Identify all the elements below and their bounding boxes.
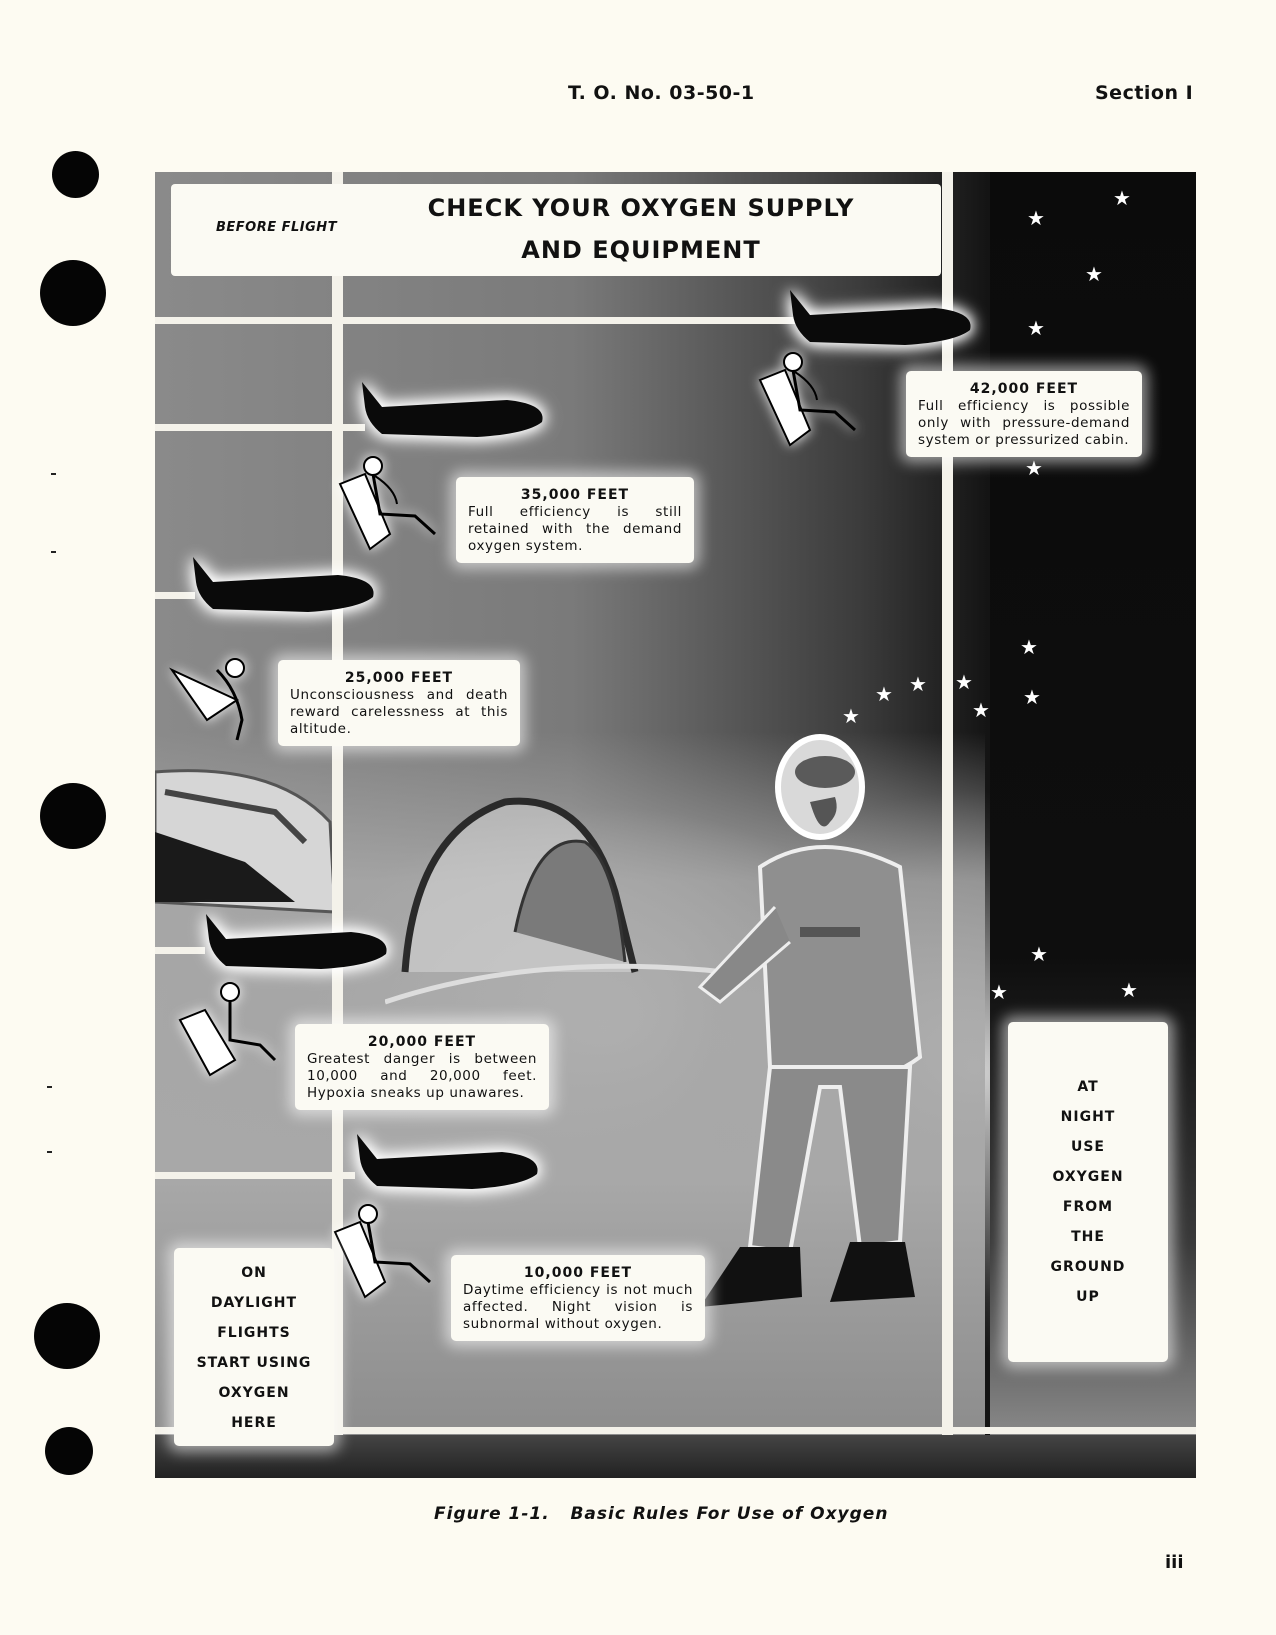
aircraft-canopy-left (155, 769, 337, 914)
margin-tick (47, 1086, 52, 1088)
altitude-box-10000: 10,000 FEET Daytime efficiency is not mu… (451, 1255, 705, 1341)
standing-pilot-photo (697, 734, 923, 1307)
night-line: THE (1071, 1229, 1105, 1245)
slumped-pilot-icon (169, 658, 245, 741)
star-icon: ★ (1030, 942, 1048, 966)
daylight-flights-box: ON DAYLIGHT FLIGHTS START USING OXYGEN H… (174, 1248, 334, 1446)
seated-pilot-icon (333, 1204, 432, 1299)
altitude-heading: 20,000 FEET (367, 1034, 477, 1050)
document-number: T. O. No. 03-50-1 (568, 82, 755, 104)
margin-tick (47, 1151, 52, 1153)
jet-silhouette-icon (362, 382, 543, 437)
altitude-description: Daytime efficiency is not much affected.… (463, 1282, 693, 1332)
oxygen-rules-figure: BEFORE FLIGHT CHECK YOUR OXYGEN SUPPLY A… (155, 172, 1196, 1478)
star-icon: ★ (842, 704, 860, 728)
star-icon: ★ (1027, 316, 1045, 340)
altitude-line-42000 (155, 317, 795, 324)
night-line: GROUND (1050, 1259, 1126, 1275)
night-line: OXYGEN (1052, 1169, 1124, 1185)
night-use-box: AT NIGHT USE OXYGEN FROM THE GROUND UP (1008, 1022, 1168, 1362)
daylight-line: OXYGEN (218, 1385, 290, 1401)
ground-line (155, 1427, 1196, 1434)
before-flight-label: BEFORE FLIGHT (216, 220, 338, 235)
star-icon: ★ (1023, 685, 1041, 709)
binder-hole (40, 783, 106, 849)
altitude-heading: 35,000 FEET (520, 487, 630, 503)
star-icon: ★ (1085, 262, 1103, 286)
altitude-description: Full efficiency is still retained with t… (468, 504, 682, 554)
seated-pilot-icon (178, 982, 277, 1077)
jet-silhouette-icon (357, 1134, 538, 1189)
daylight-line: ON (241, 1265, 267, 1281)
night-line: UP (1076, 1289, 1100, 1305)
jet-silhouette-icon (193, 557, 374, 612)
margin-tick (51, 473, 56, 475)
altitude-line-10000 (155, 1172, 355, 1179)
title-line-2: AND EQUIPMENT (521, 236, 761, 264)
divider-vertical (942, 172, 953, 1478)
aircraft-canopy-center (385, 797, 725, 1005)
figure-caption: Figure 1-1. Basic Rules For Use of Oxyge… (434, 1504, 889, 1524)
section-label: Section I (1095, 82, 1194, 104)
binder-hole (45, 1427, 93, 1475)
altitude-box-25000: 25,000 FEET Unconsciousness and death re… (278, 660, 520, 746)
star-icon: ★ (1020, 635, 1038, 659)
star-icon: ★ (909, 672, 927, 696)
daylight-line: FLIGHTS (217, 1325, 291, 1341)
altitude-line-25000 (155, 592, 195, 599)
binder-hole (34, 1303, 100, 1369)
title-line-1: CHECK YOUR OXYGEN SUPPLY (427, 194, 855, 222)
margin-tick (51, 551, 56, 553)
seated-pilot-icon (338, 456, 437, 551)
daylight-line: HERE (231, 1415, 277, 1431)
altitude-box-42000: 42,000 FEET Full efficiency is possible … (906, 371, 1142, 457)
daylight-line: DAYLIGHT (210, 1295, 298, 1311)
altitude-box-35000: 35,000 FEET Full efficiency is still ret… (456, 477, 694, 563)
star-icon: ★ (875, 682, 893, 706)
star-icon: ★ (1025, 456, 1043, 480)
binder-hole (40, 260, 106, 326)
night-line: FROM (1062, 1199, 1114, 1215)
altitude-heading: 25,000 FEET (344, 670, 454, 686)
altitude-line-20000 (155, 947, 205, 954)
star-icon: ★ (1027, 206, 1045, 230)
divider-vertical (332, 172, 343, 1478)
star-icon: ★ (955, 670, 973, 694)
night-line: USE (1070, 1139, 1105, 1155)
star-icon: ★ (990, 980, 1008, 1004)
seated-pilot-icon (758, 352, 857, 447)
altitude-heading: 42,000 FEET (969, 381, 1079, 397)
binder-hole (52, 151, 99, 198)
title-banner: BEFORE FLIGHT CHECK YOUR OXYGEN SUPPLY A… (171, 184, 941, 276)
star-icon: ★ (972, 698, 990, 722)
altitude-box-20000: 20,000 FEET Greatest danger is between 1… (295, 1024, 549, 1110)
night-line: AT (1077, 1079, 1099, 1095)
altitude-description: Greatest danger is between 10,000 and 20… (307, 1051, 537, 1101)
altitude-description: Full efficiency is possible only with pr… (918, 398, 1130, 448)
altitude-heading: 10,000 FEET (523, 1265, 633, 1281)
jet-silhouette-icon (790, 290, 971, 345)
night-line: NIGHT (1060, 1109, 1116, 1125)
jet-silhouette-icon (206, 914, 387, 969)
altitude-line-35000 (155, 424, 365, 431)
daylight-line: START USING (196, 1355, 312, 1371)
page-number: iii (1165, 1552, 1184, 1573)
altitude-description: Unconsciousness and death reward careles… (290, 687, 508, 737)
star-icon: ★ (1120, 978, 1138, 1002)
star-icon: ★ (1113, 186, 1131, 210)
